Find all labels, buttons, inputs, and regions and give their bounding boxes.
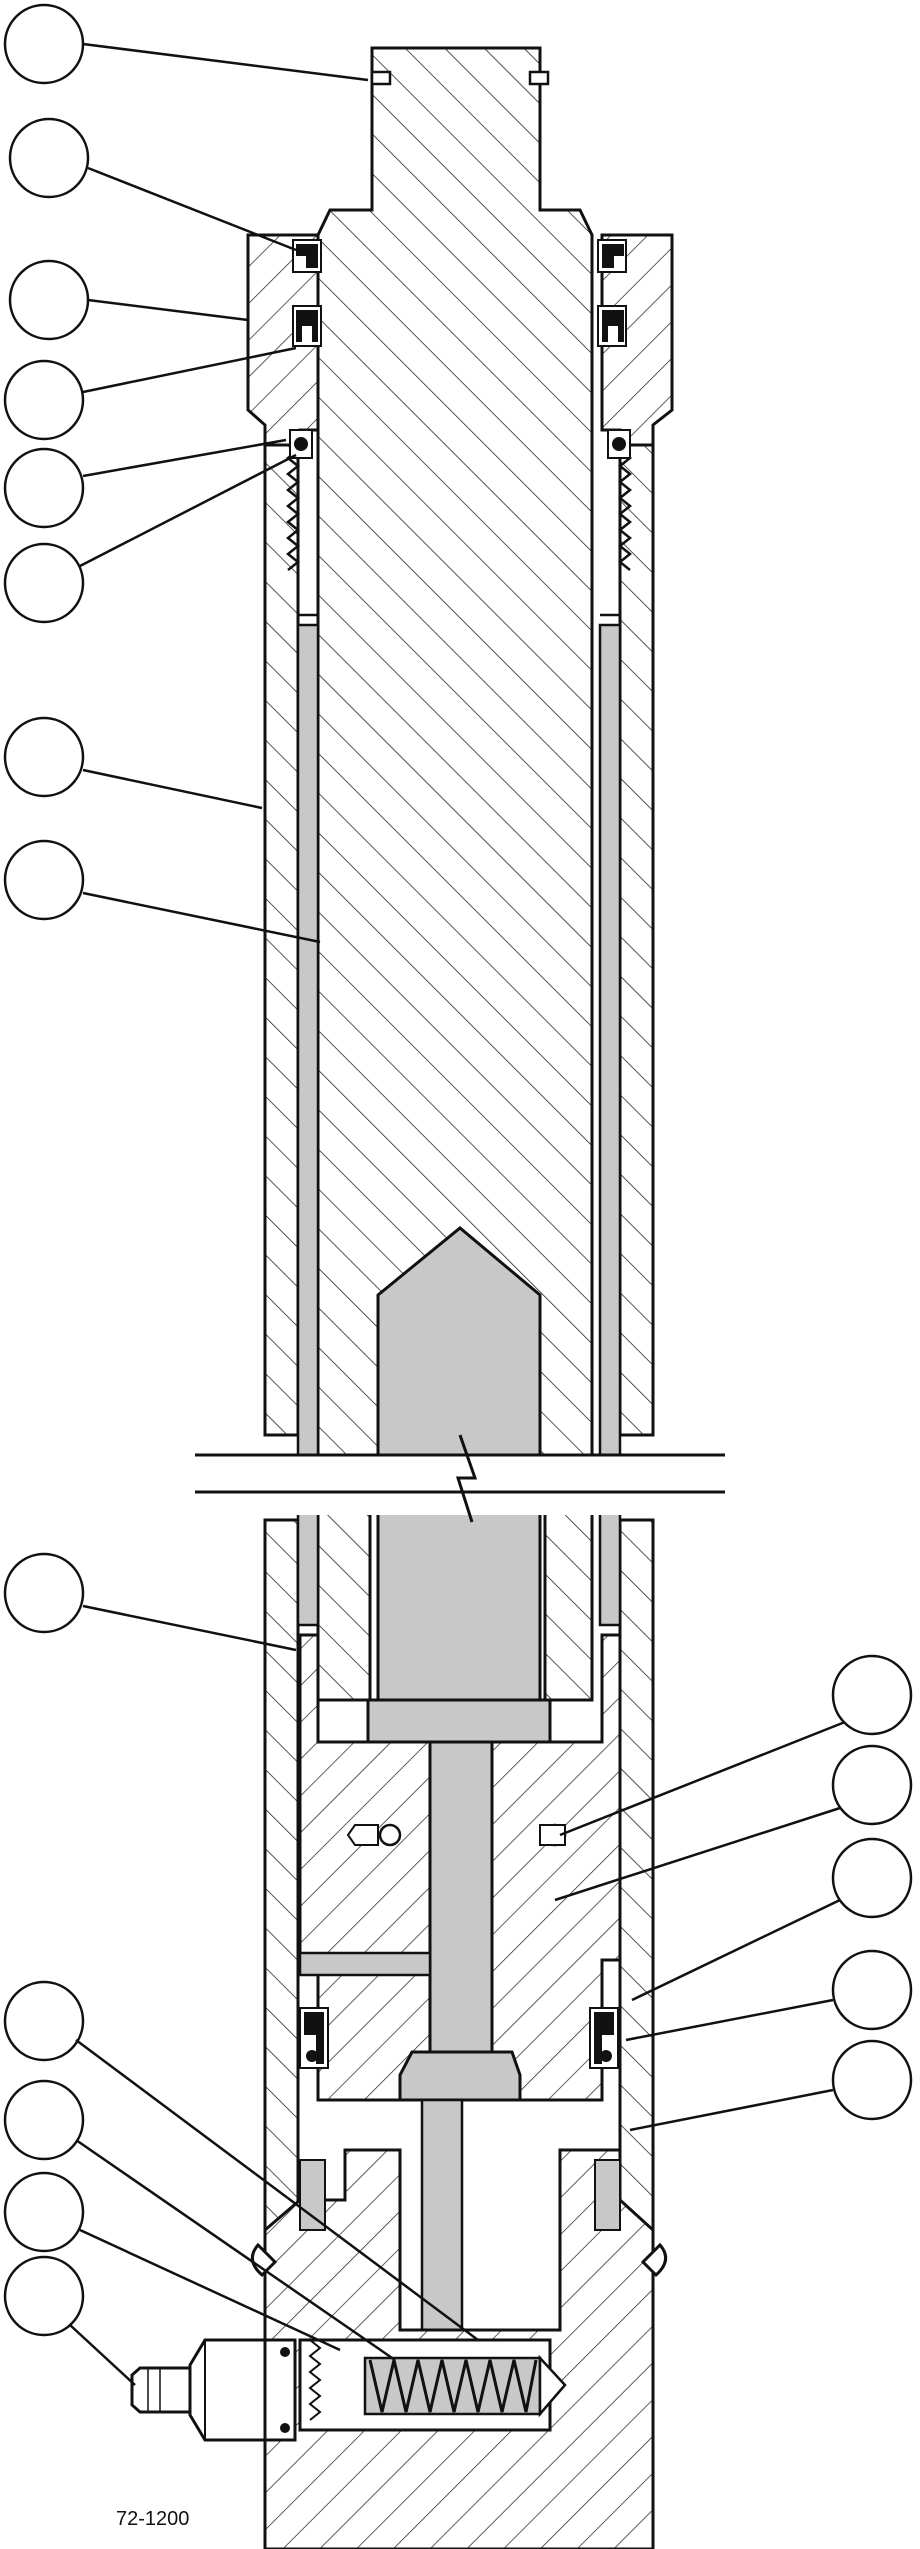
callout-bubble [3,447,85,529]
check-ball-left [378,1823,402,1847]
callout-bubble [3,3,85,85]
callout-bubble [831,1837,913,1919]
valve-stem [298,1740,522,2332]
callout-bubble [831,1654,913,1736]
callout-bubble [831,1949,913,2031]
callout-bubble [3,2255,85,2337]
cylinder-tube [263,423,655,2252]
grease-fitting [130,2338,297,2442]
callout-bubble [3,2171,85,2253]
callout-bubble [831,1744,913,1826]
snap-ring-left [370,70,392,86]
callout-bubble [831,2039,913,2121]
gland-nut [246,233,674,571]
relief-spring [368,2359,538,2413]
wiper-seals [292,239,627,273]
callout-bubble [8,117,90,199]
callout-bubble [3,2079,85,2161]
piston-housing [298,1633,622,2102]
gland-thread-right [617,449,633,571]
rod-seals [292,305,627,347]
relief-valve [298,2338,567,2432]
callout-bubble [3,716,85,798]
callout-bubble [8,259,90,341]
callouts-left [3,3,479,2386]
callout-bubble [3,1980,85,2062]
callout-bubble [3,839,85,921]
figure-number: 72-1200 [116,2508,190,2530]
callouts-right [554,1654,913,2132]
piston-seals [299,2007,619,2069]
snap-ring-right [528,70,550,86]
gland-thread-left [285,449,301,571]
gland-o-rings [289,429,631,459]
break-line [195,1434,725,1523]
callout-bubble [3,542,85,624]
stop-tube [296,613,622,1627]
callout-bubble [3,359,85,441]
callout-bubble [3,1552,85,1634]
